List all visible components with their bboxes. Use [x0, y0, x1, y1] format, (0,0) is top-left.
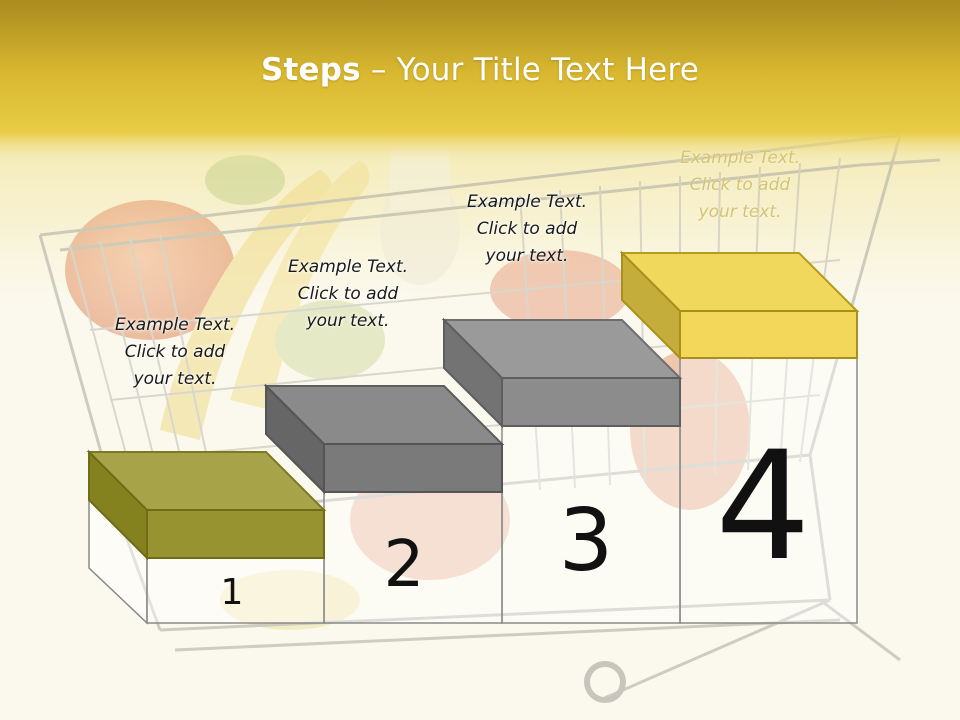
- banana: [230, 160, 370, 410]
- caption-line: Example Text.: [287, 257, 409, 277]
- step-2-number: 2: [384, 528, 425, 602]
- caption-line: Example Text.: [679, 148, 801, 168]
- title-bold: Steps: [260, 52, 361, 88]
- slide-title[interactable]: Steps – Your Title Text Here: [0, 52, 960, 88]
- green-vegetable: [205, 155, 285, 205]
- step-4-number: 4: [715, 420, 810, 594]
- step-2-column-face: [323, 491, 503, 624]
- cart-wheel: [584, 661, 626, 703]
- yellow-fruit: [220, 570, 360, 630]
- step-4-caption[interactable]: Example Text. Click to add your text.: [655, 145, 825, 226]
- caption-line: Click to add: [124, 342, 226, 362]
- caption-line: your text.: [306, 311, 390, 331]
- step-2-block-front: [323, 443, 503, 493]
- caption-line: Example Text.: [466, 192, 588, 212]
- caption-line: Example Text.: [114, 315, 236, 335]
- caption-line: your text.: [133, 369, 217, 389]
- step-3-column-face: [501, 425, 681, 624]
- caption-line: your text.: [485, 246, 569, 266]
- step-1-caption[interactable]: Example Text. Click to add your text.: [90, 312, 260, 393]
- header-band: [0, 0, 960, 165]
- caption-line: your text.: [698, 202, 782, 222]
- step-1[interactable]: [86, 449, 327, 625]
- step-1-block-front: [146, 509, 325, 559]
- step-1-column-face: [146, 557, 325, 624]
- green-vegetable: [275, 300, 385, 380]
- step-3-number: 3: [559, 491, 614, 591]
- step-1-number: 1: [221, 572, 244, 613]
- step-4[interactable]: [619, 250, 860, 624]
- caption-line: Click to add: [476, 219, 578, 239]
- step-4-block-front: [679, 310, 858, 359]
- step-3-block-front: [501, 377, 681, 427]
- title-rest: – Your Title Text Here: [360, 52, 699, 88]
- step-2-caption[interactable]: Example Text. Click to add your text.: [263, 254, 433, 335]
- caption-line: Click to add: [297, 284, 399, 304]
- step-2[interactable]: [263, 383, 505, 624]
- banana: [160, 170, 332, 440]
- step-3-caption[interactable]: Example Text. Click to add your text.: [442, 189, 612, 270]
- caption-line: Click to add: [689, 175, 791, 195]
- step-4-column-face: [679, 357, 858, 624]
- step-3[interactable]: [441, 317, 683, 624]
